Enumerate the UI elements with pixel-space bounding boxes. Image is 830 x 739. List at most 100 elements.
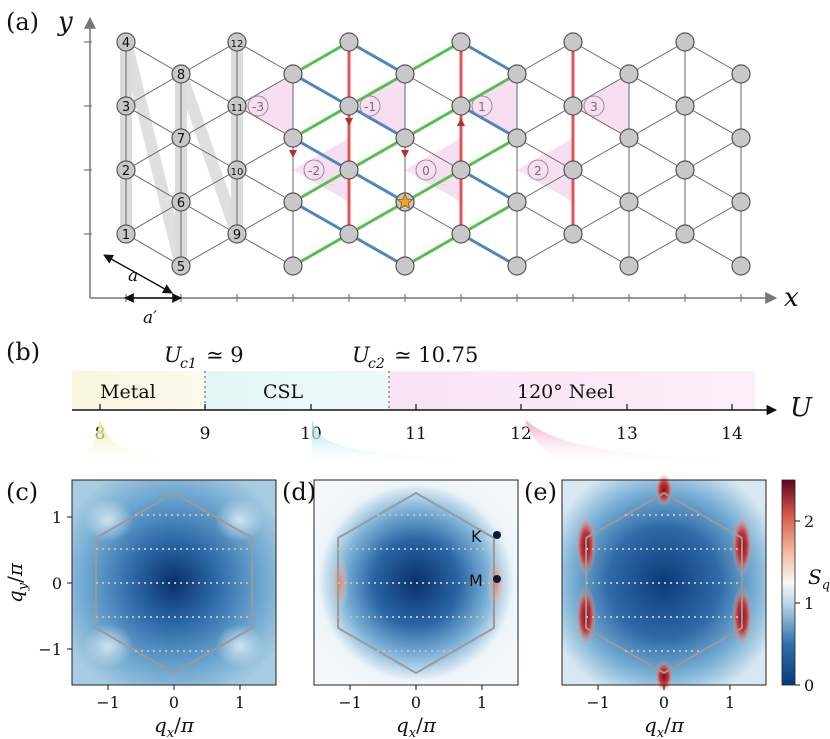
phase-csl: CSL [263, 381, 304, 403]
lattice-bond [572, 105, 630, 139]
x-tick-label: −1 [338, 693, 362, 712]
lattice-site [227, 160, 247, 180]
lattice-bond [404, 104, 462, 140]
lattice-site [283, 256, 303, 276]
brillouin-zone-hexagon [95, 491, 253, 675]
lattice-bond [628, 137, 686, 171]
lattice-bond [125, 41, 182, 75]
flux-ring-icon [527, 159, 549, 181]
u-axis-label: U [790, 393, 813, 423]
lattice-bond [180, 169, 238, 203]
lattice-bond [292, 136, 350, 172]
flux-ring-icon [303, 159, 325, 181]
phase-neel: 120° Neel [517, 381, 614, 403]
y-tick-label: 0 [52, 574, 62, 593]
lattice-site [675, 224, 695, 244]
lattice-bond [404, 232, 462, 268]
lattice-bond [404, 40, 462, 76]
lattice-bond [404, 201, 462, 235]
lattice-bond [236, 169, 294, 203]
lattice-sites [116, 32, 751, 276]
lattice-bond [684, 169, 742, 203]
site-number: 7 [177, 132, 185, 147]
lattice-bond [460, 104, 518, 140]
lattice-site [171, 64, 191, 84]
lattice-site [675, 32, 695, 52]
lattice-bond [460, 168, 518, 204]
lattice-site [619, 192, 639, 212]
lattice-bond [516, 73, 574, 107]
metal-projection-fan [80, 420, 200, 460]
lattice-bond [404, 168, 462, 204]
lattice-bond [125, 105, 182, 139]
lattice-site [619, 256, 639, 276]
u-tick-label: 9 [200, 424, 211, 444]
lattice-bond [460, 200, 518, 236]
site-number: 4 [122, 36, 130, 51]
heatmap-c-feature [215, 498, 265, 542]
bond-arrow-icon [289, 150, 297, 158]
lattice-site [675, 160, 695, 180]
csl-region [205, 371, 389, 410]
colorbar-label: Sq [808, 565, 830, 593]
flux-ring-icon [359, 95, 381, 117]
panel-d-label: (d) [282, 478, 316, 506]
colorbar-tick-label: 2 [804, 512, 814, 531]
uc2-value: ≃ 10.75 [394, 343, 478, 367]
lattice-site [116, 160, 136, 180]
uc1-value: ≃ 9 [206, 343, 244, 367]
flux-ring-icon [471, 95, 493, 117]
uc2-subscript: c2 [368, 356, 385, 372]
qx-label-e: qx/π [644, 713, 685, 739]
lattice-bond [628, 73, 686, 107]
lattice-bond [628, 169, 686, 203]
uc1-symbol: U [164, 343, 183, 367]
lattice-site [563, 96, 583, 116]
lattice-bond [516, 169, 574, 203]
lattice-bond [236, 233, 294, 267]
x-tick-label: 1 [235, 693, 245, 712]
bond-arrow-icon [457, 118, 465, 126]
heatmap-e-peak [655, 474, 673, 506]
flux-label: -2 [308, 164, 320, 178]
panel-a-label: (a) [6, 8, 39, 36]
site-number: 8 [177, 68, 185, 83]
k-point-label: K [471, 527, 482, 546]
lattice-bond [684, 137, 742, 171]
lattice-bond [180, 201, 238, 235]
lattice-site [563, 32, 583, 52]
flux-plaquette [237, 74, 293, 138]
lattice-site [451, 32, 471, 52]
flux-plaquettes [237, 74, 629, 202]
brillouin-zone-overlays [95, 491, 743, 675]
lattice-bond [404, 137, 462, 171]
flux-plaquette [293, 138, 349, 202]
lattice-bond [180, 73, 238, 107]
site-number: 12 [231, 39, 244, 50]
lattice-site [675, 96, 695, 116]
lattice-site [507, 192, 527, 212]
lattice-site [339, 96, 359, 116]
lattice-bond [460, 136, 518, 172]
panel-e-label: (e) [524, 478, 557, 506]
lattice-site [451, 224, 471, 244]
lattice-site [227, 32, 247, 52]
axis-ticks [84, 41, 742, 302]
neel-region [389, 371, 755, 410]
lattice-site [339, 160, 359, 180]
uc1-subscript: c1 [180, 356, 197, 372]
lattice-bond [180, 105, 238, 139]
colorbar [781, 479, 796, 686]
lattice-site [339, 32, 359, 52]
lattice-bond [516, 41, 574, 75]
length-a-arrow [103, 254, 173, 294]
lattice-bond [348, 232, 406, 268]
lattice-bond [684, 201, 742, 235]
lattice-bond [572, 201, 630, 235]
lattice-site [283, 128, 303, 148]
lattice-bond [404, 73, 462, 107]
lattice-site [731, 64, 751, 84]
